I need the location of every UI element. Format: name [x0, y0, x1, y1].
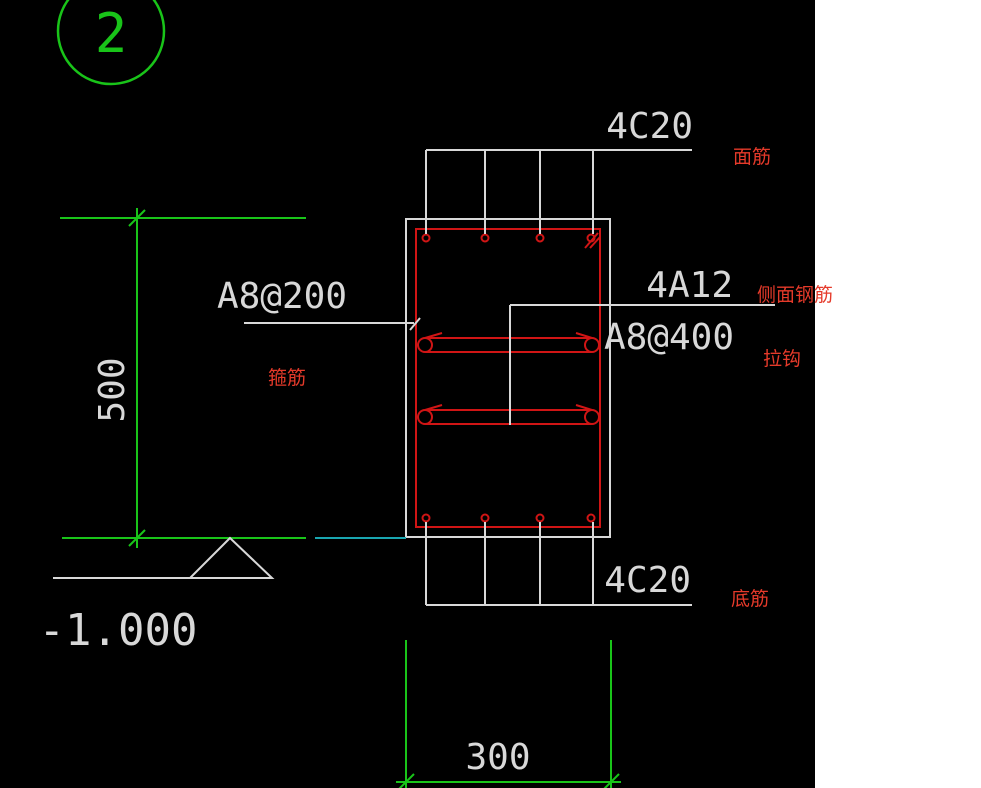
detail-number: 2	[95, 2, 128, 65]
detail-bubble: 2	[56, 0, 166, 86]
section-drawing: 2	[39, 0, 775, 788]
annotation-side-bars: 侧面钢筋	[757, 284, 834, 306]
tie-lower	[417, 404, 600, 425]
annotation-ties: 拉钩	[763, 348, 802, 370]
width-dimension	[396, 640, 621, 788]
top-bar-label: 4C20	[606, 106, 693, 147]
bottom-bar-label: 4C20	[604, 560, 691, 601]
annotation-bottom-bars: 底筋	[731, 588, 770, 610]
tie-upper	[417, 332, 600, 353]
bottom-bars	[421, 513, 596, 523]
annotation-top-bars: 面筋	[733, 146, 772, 168]
top-bar-leader	[425, 149, 692, 234]
side-bar-leader	[509, 304, 775, 425]
stirrup-label: A8@200	[217, 276, 347, 317]
height-dimension-value: 500	[92, 357, 133, 422]
width-dimension-value: 300	[465, 737, 530, 778]
elevation-value: -1.000	[39, 605, 198, 656]
cad-canvas: 2	[0, 0, 833, 788]
concrete-outline	[405, 218, 611, 538]
stirrup	[415, 228, 601, 528]
annotation-stirrups: 箍筋	[268, 367, 307, 389]
tie-label: A8@400	[604, 317, 734, 358]
bottom-bar-leader	[425, 522, 692, 606]
height-dimension	[60, 208, 306, 548]
top-bars	[421, 233, 596, 243]
elevation-marker	[53, 536, 275, 579]
side-bar-label: 4A12	[646, 265, 733, 306]
